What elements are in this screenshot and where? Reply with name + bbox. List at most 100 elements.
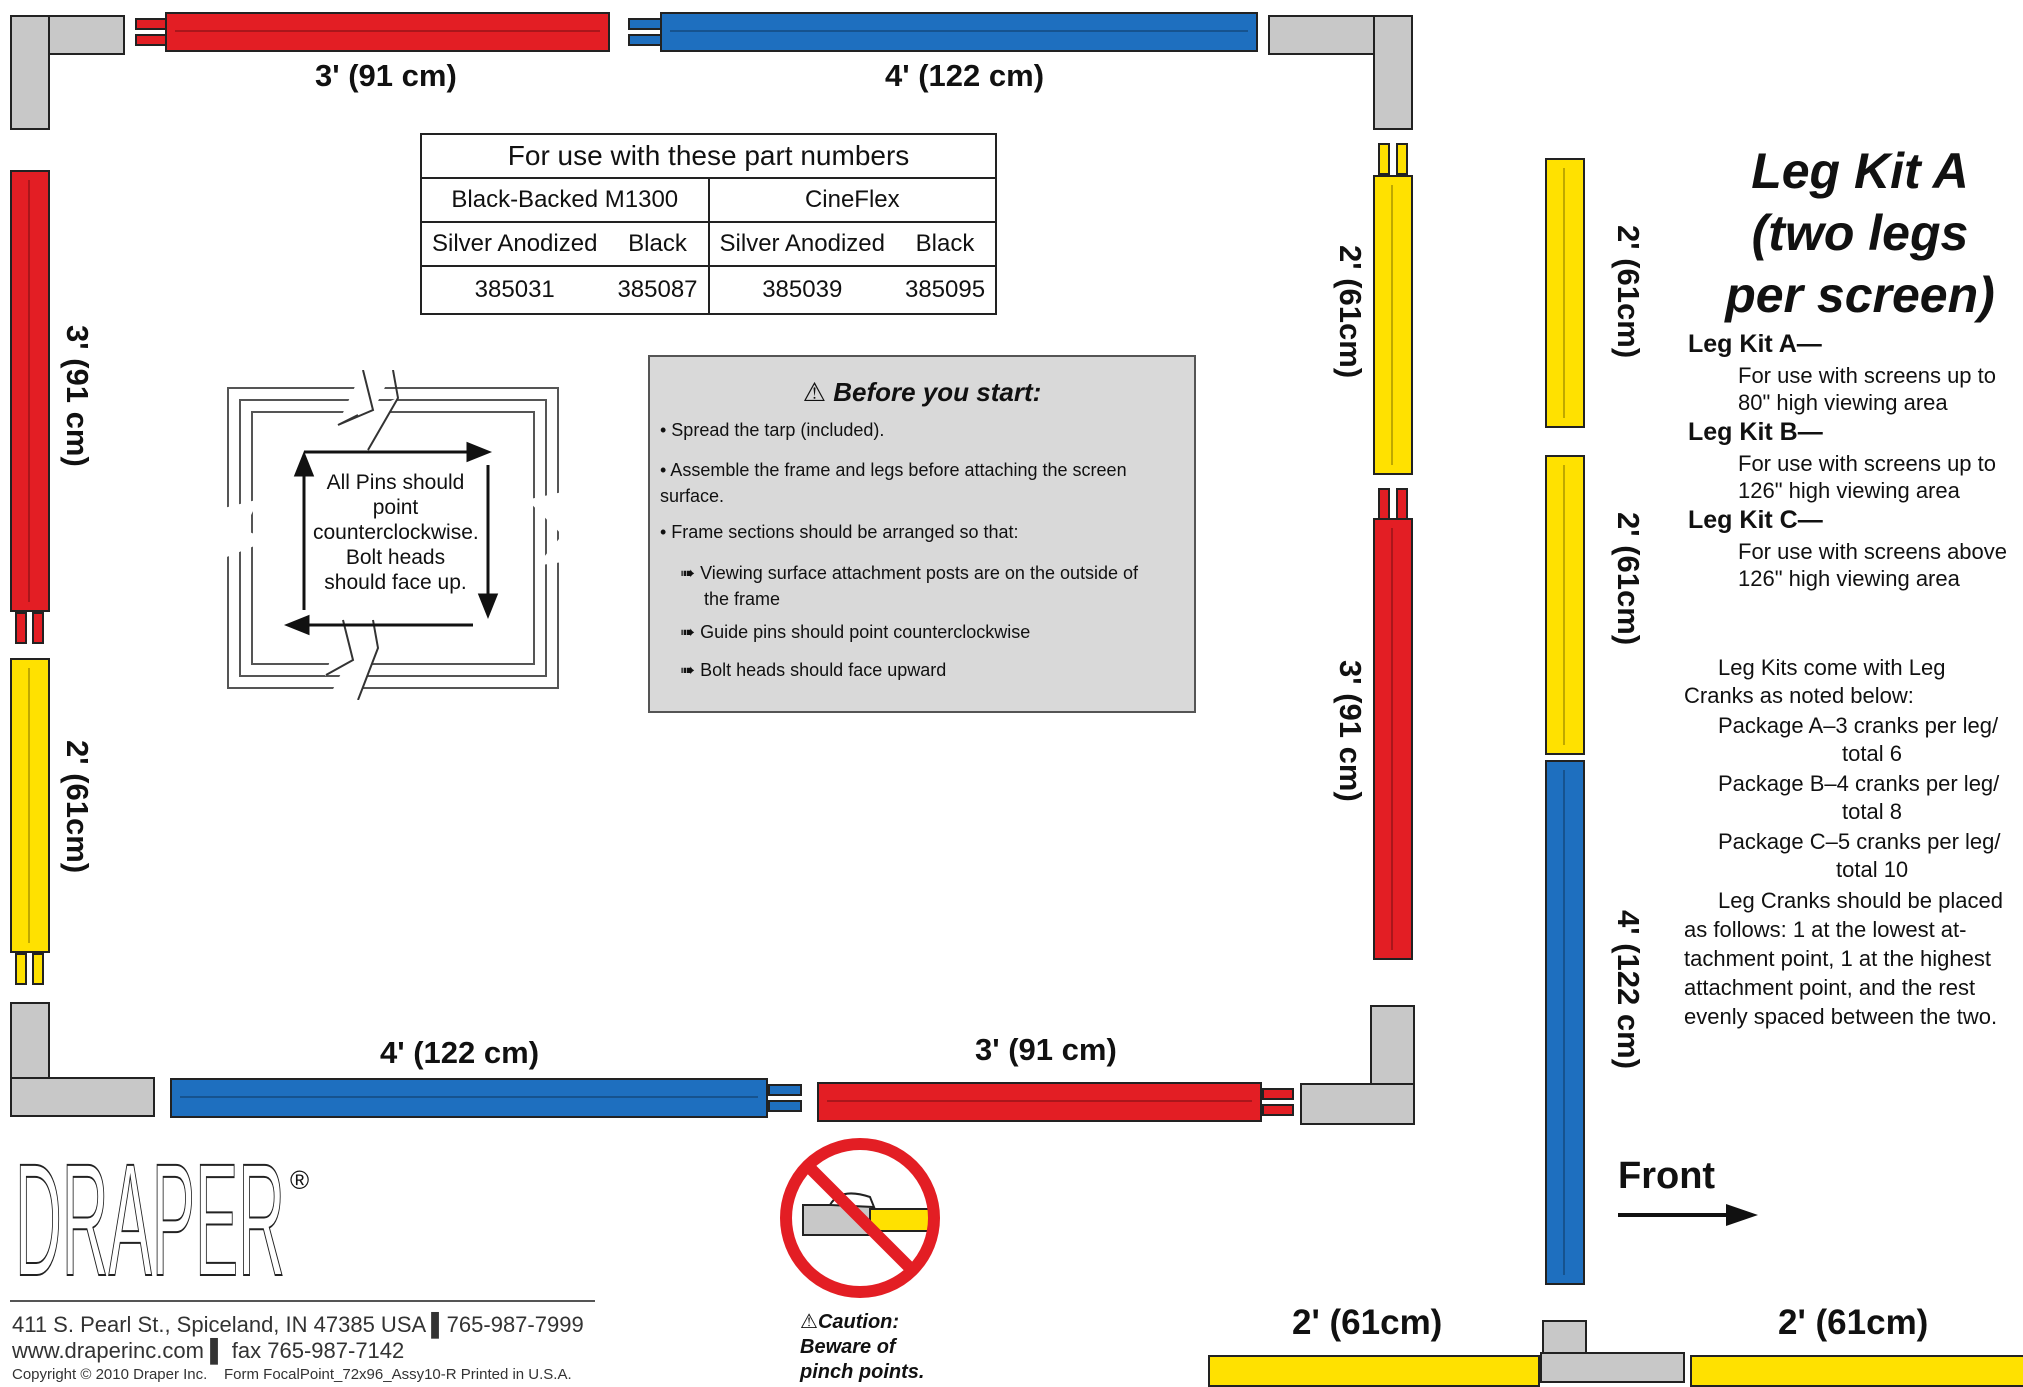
leg-kit-c-desc: For use with screens above [1738,539,2008,564]
list-item: • Assemble the frame and legs before att… [660,460,1127,506]
caution-pinch-icon [775,1133,945,1303]
segment-label-top-right: 4' (122 cm) [885,58,1045,93]
guide-pin [135,34,167,46]
table-title: For use with these part numbers [419,133,998,179]
part-numbers-table: For use with these part numbers Black-Ba… [419,133,998,315]
guide-pin [1262,1088,1294,1100]
segment-label-left-top: 3' (91 cm) [60,325,95,467]
diagram-note: All Pins should point counterclockwise. … [313,471,479,594]
frame-segment-left-top [10,170,50,612]
frame-segment-top-left [165,12,610,52]
leg-base-right [1690,1355,2023,1387]
frame-segment-bottom-right [817,1082,1262,1122]
leg-base-left [1208,1355,1540,1387]
separator: ▌ [431,1312,447,1337]
table-column-header: Silver Anodized [707,221,895,267]
before-you-start-panel: ⚠ Before you start: • Spread the tarp (i… [648,355,1196,713]
guide-pin [628,18,662,30]
placement-text: attachment point, and the rest [1684,975,1976,1000]
frame-corner-bottom-left [10,1002,155,1117]
leg-kit-a-desc: 80" high viewing area [1738,390,1948,415]
footer-divider [10,1300,595,1302]
arrow-bullet-icon: ➠ [680,563,701,583]
package-b: Package B–4 cranks per leg/ [1718,771,2000,796]
arrow-bullet-icon: ➠ [680,660,701,680]
table-group-header: Black-Backed M1300 [420,177,710,223]
panel-title: Before you start: [833,377,1042,407]
leg-kit-c-desc: 126" high viewing area [1738,566,1960,591]
placement-text: evenly spaced between the two. [1684,1004,1998,1029]
table-column-header: Silver Anodized [419,221,608,267]
frame-corner-top-left [10,15,125,130]
segment-label-bottom-right: 3' (91 cm) [975,1032,1117,1067]
segment-label-top-left: 3' (91 cm) [315,58,457,93]
package-a: Package A–3 cranks per leg/ [1718,713,1999,738]
company-address: 411 S. Pearl St., Spiceland, IN 47385 US… [12,1312,584,1337]
table-cell: 385039 [707,265,895,315]
guide-pin [768,1084,802,1096]
front-arrow-icon [1618,1204,1758,1231]
cranks-intro: Leg Kits come with Leg [1718,655,1946,680]
pin-direction-diagram: All Pins should point counterclockwise. … [217,369,575,701]
table-cell: 385031 [419,265,608,315]
frame-segment-left-bottom [10,658,50,953]
frame-corner-top-right [1268,15,1413,130]
frame-corner-bottom-right [1300,1005,1415,1125]
list-sub-item: ➠ Guide pins should point counterclockwi… [680,622,1031,642]
segment-label-right-middle: 3' (91 cm) [1333,660,1368,802]
arrow-bullet-icon: ➠ [680,622,701,642]
guide-pin [32,612,44,644]
guide-pin [1262,1104,1294,1116]
frame-segment-bottom-left [170,1078,768,1118]
package-c: Package C–5 cranks per leg/ [1718,829,2001,854]
warning-icon: ⚠ [800,1311,818,1333]
leg-base-foot [1540,1352,1685,1383]
list-item: • Frame sections should be arranged so t… [660,522,1019,542]
table-column-header: Black [894,221,998,267]
cranks-intro: Cranks as noted below: [1684,683,1914,708]
placement-text: tachment point, 1 at the highest [1684,946,1991,971]
copyright: Copyright © 2010 Draper Inc. Form FocalP… [12,1366,572,1383]
leg-segment-1 [1545,158,1585,428]
guide-pin [1378,143,1390,175]
segment-label-left-bottom: 2' (61cm) [60,740,95,874]
leg-kit-title: Leg Kit A (two legs per screen) [1725,143,1995,323]
svg-text:DRAPER: DRAPER [15,1160,285,1285]
guide-pin [628,34,662,46]
caution-text: ⚠Caution: Beware of pinch points. [800,1311,925,1383]
front-label: Front [1618,1155,1716,1197]
frame-outline-illustration [217,369,575,701]
guide-pin [1396,488,1408,520]
leg-segment-3 [1545,760,1585,1285]
table-cell: 385087 [607,265,710,315]
guide-pin [15,953,27,985]
guide-pin [32,953,44,985]
frame-segment-top-right [660,12,1258,52]
package-b-total: total 8 [1842,799,1902,824]
leg-base-label-left: 2' (61cm) [1292,1303,1443,1342]
list-sub-item: ➠ Viewing surface attachment posts are o… [680,563,1139,609]
guide-pin [768,1100,802,1112]
leg-base-label-right: 2' (61cm) [1778,1303,1929,1342]
frame-segment-right-top [1373,175,1413,475]
leg-kit-a-name: Leg Kit A— [1688,330,1822,358]
website-link[interactable]: www.draperinc.com [12,1338,204,1363]
table-cell: 385095 [894,265,998,315]
leg-kit-b-desc: 126" high viewing area [1738,478,1960,503]
guide-pin [1396,143,1408,175]
leg-kit-c-name: Leg Kit C— [1688,506,1823,534]
registered-mark: ® [290,1165,310,1195]
separator: ▌ [210,1338,226,1363]
leg-kit-b-name: Leg Kit B— [1688,418,1823,446]
company-web: www.draperinc.com ▌ fax 765-987-7142 [12,1338,405,1363]
package-a-total: total 6 [1842,741,1902,766]
warning-icon: ⚠ [802,377,827,407]
table-column-header: Black [607,221,710,267]
guide-pin [15,612,27,644]
draper-logo: DRAPER [14,1129,305,1310]
leg-label-2: 2' (61cm) [1611,512,1646,646]
placement-text: as follows: 1 at the lowest at- [1684,917,1967,942]
list-sub-item: ➠ Bolt heads should face upward [680,660,947,680]
segment-label-right-top: 2' (61cm) [1333,245,1368,379]
frame-segment-right-middle [1373,518,1413,960]
